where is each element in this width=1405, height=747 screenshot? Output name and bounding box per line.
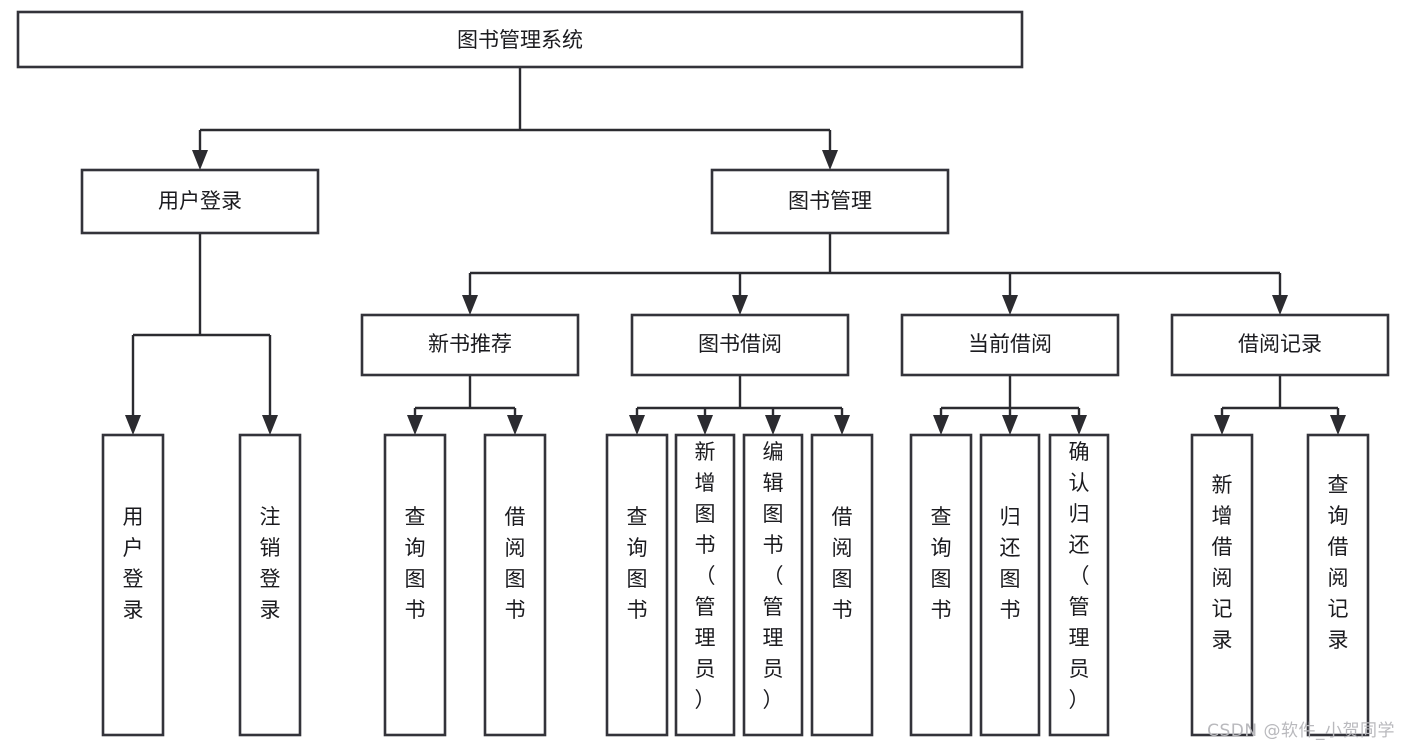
book-borrow-label: 图书借阅: [698, 332, 782, 356]
arrow-to-user-login: [192, 150, 208, 170]
arrow-to-leaf-borrow-book-1: [507, 415, 523, 435]
arrow-to-current-borrow: [1002, 295, 1018, 315]
node-root[interactable]: 图书管理系统: [16, 10, 1024, 69]
node-user-login[interactable]: 用户登录: [80, 168, 320, 235]
leaf-confirm-return-box[interactable]: [1048, 433, 1110, 737]
arrow-to-leaf-add-record: [1214, 415, 1230, 435]
arrow-to-leaf-borrow-book-2: [834, 415, 850, 435]
new-book-recommend-label: 新书推荐: [428, 332, 512, 356]
leaf-confirm-return-label: 确认归还（管理员）: [1069, 440, 1090, 712]
leaf-edit-book-label: 编辑图书（管理员）: [763, 440, 784, 712]
node-leaf-add-record[interactable]: 新增借阅记录: [1190, 433, 1254, 737]
node-leaf-borrow-book-1[interactable]: 借阅图书: [483, 433, 547, 737]
node-book-manage[interactable]: 图书管理: [710, 168, 950, 235]
leaf-return-book-box[interactable]: [979, 433, 1041, 737]
leaf-query-book-1-label: 查询图书: [405, 505, 426, 622]
node-current-borrow[interactable]: 当前借阅: [900, 313, 1120, 377]
arrow-to-leaf-query-book-2: [629, 415, 645, 435]
node-book-borrow[interactable]: 图书借阅: [630, 313, 850, 377]
user-login-label: 用户登录: [158, 189, 242, 213]
leaf-user-login-box[interactable]: [101, 433, 165, 737]
leaf-query-book-3-label: 查询图书: [931, 505, 952, 622]
leaf-borrow-book-1-label: 借阅图书: [505, 505, 526, 622]
node-leaf-add-book[interactable]: 新增图书（管理员）: [674, 433, 736, 737]
leaf-query-book-2-label: 查询图书: [627, 505, 648, 622]
node-leaf-query-record[interactable]: 查询借阅记录: [1306, 433, 1370, 737]
leaf-return-book-label: 归还图书: [1000, 505, 1021, 622]
leaf-user-logout-label: 注销登录: [260, 505, 281, 622]
node-leaf-query-book-3[interactable]: 查询图书: [909, 433, 973, 737]
leaf-borrow-book-2-label: 借阅图书: [832, 505, 853, 622]
arrow-to-borrow-record: [1272, 295, 1288, 315]
node-leaf-return-book[interactable]: 归还图书: [979, 433, 1041, 737]
connector-layer: [125, 67, 1346, 435]
leaf-user-logout-box[interactable]: [238, 433, 302, 737]
arrow-to-leaf-query-book-3: [933, 415, 949, 435]
arrow-to-leaf-confirm-return: [1071, 415, 1087, 435]
leaf-query-book-3-box[interactable]: [909, 433, 973, 737]
leaf-edit-book-box[interactable]: [742, 433, 804, 737]
arrow-to-leaf-user-logout: [262, 415, 278, 435]
user-login-box[interactable]: [80, 168, 320, 235]
leaf-query-book-1-box[interactable]: [383, 433, 447, 737]
arrow-to-leaf-return-book: [1002, 415, 1018, 435]
node-leaf-confirm-return[interactable]: 确认归还（管理员）: [1048, 433, 1110, 737]
borrow-record-box[interactable]: [1170, 313, 1390, 377]
leaf-add-book-box[interactable]: [674, 433, 736, 737]
leaf-user-login-label: 用户登录: [123, 505, 144, 622]
node-leaf-user-login[interactable]: 用户登录: [101, 433, 165, 737]
node-leaf-borrow-book-2[interactable]: 借阅图书: [810, 433, 874, 737]
arrow-to-new-book-recommend: [462, 295, 478, 315]
book-borrow-box[interactable]: [630, 313, 850, 377]
leaf-add-book-label: 新增图书（管理员）: [695, 440, 716, 712]
node-leaf-user-logout[interactable]: 注销登录: [238, 433, 302, 737]
book-manage-label: 图书管理: [788, 189, 872, 213]
book-manage-box[interactable]: [710, 168, 950, 235]
node-leaf-edit-book[interactable]: 编辑图书（管理员）: [742, 433, 804, 737]
current-borrow-box[interactable]: [900, 313, 1120, 377]
leaf-add-record-label: 新增借阅记录: [1212, 473, 1233, 652]
arrow-to-leaf-add-book: [697, 415, 713, 435]
root-box[interactable]: [16, 10, 1024, 69]
leaf-query-book-2-box[interactable]: [605, 433, 669, 737]
node-new-book-recommend[interactable]: 新书推荐: [360, 313, 580, 377]
borrow-record-label: 借阅记录: [1238, 332, 1322, 356]
leaf-borrow-book-2-box[interactable]: [810, 433, 874, 737]
leaf-query-record-label: 查询借阅记录: [1328, 473, 1349, 652]
new-book-recommend-box[interactable]: [360, 313, 580, 377]
leaf-borrow-book-1-box[interactable]: [483, 433, 547, 737]
root-label: 图书管理系统: [457, 28, 583, 52]
arrow-to-leaf-query-record: [1330, 415, 1346, 435]
arrow-to-leaf-query-book-1: [407, 415, 423, 435]
node-borrow-record[interactable]: 借阅记录: [1170, 313, 1390, 377]
arrow-to-book-borrow: [732, 295, 748, 315]
arrow-to-book-manage: [822, 150, 838, 170]
node-leaf-query-book-1[interactable]: 查询图书: [383, 433, 447, 737]
node-leaf-query-book-2[interactable]: 查询图书: [605, 433, 669, 737]
arrow-to-leaf-user-login: [125, 415, 141, 435]
leaf-query-record-box[interactable]: [1306, 433, 1370, 737]
leaf-add-record-box[interactable]: [1190, 433, 1254, 737]
arrow-to-leaf-edit-book: [765, 415, 781, 435]
current-borrow-label: 当前借阅: [968, 332, 1052, 356]
